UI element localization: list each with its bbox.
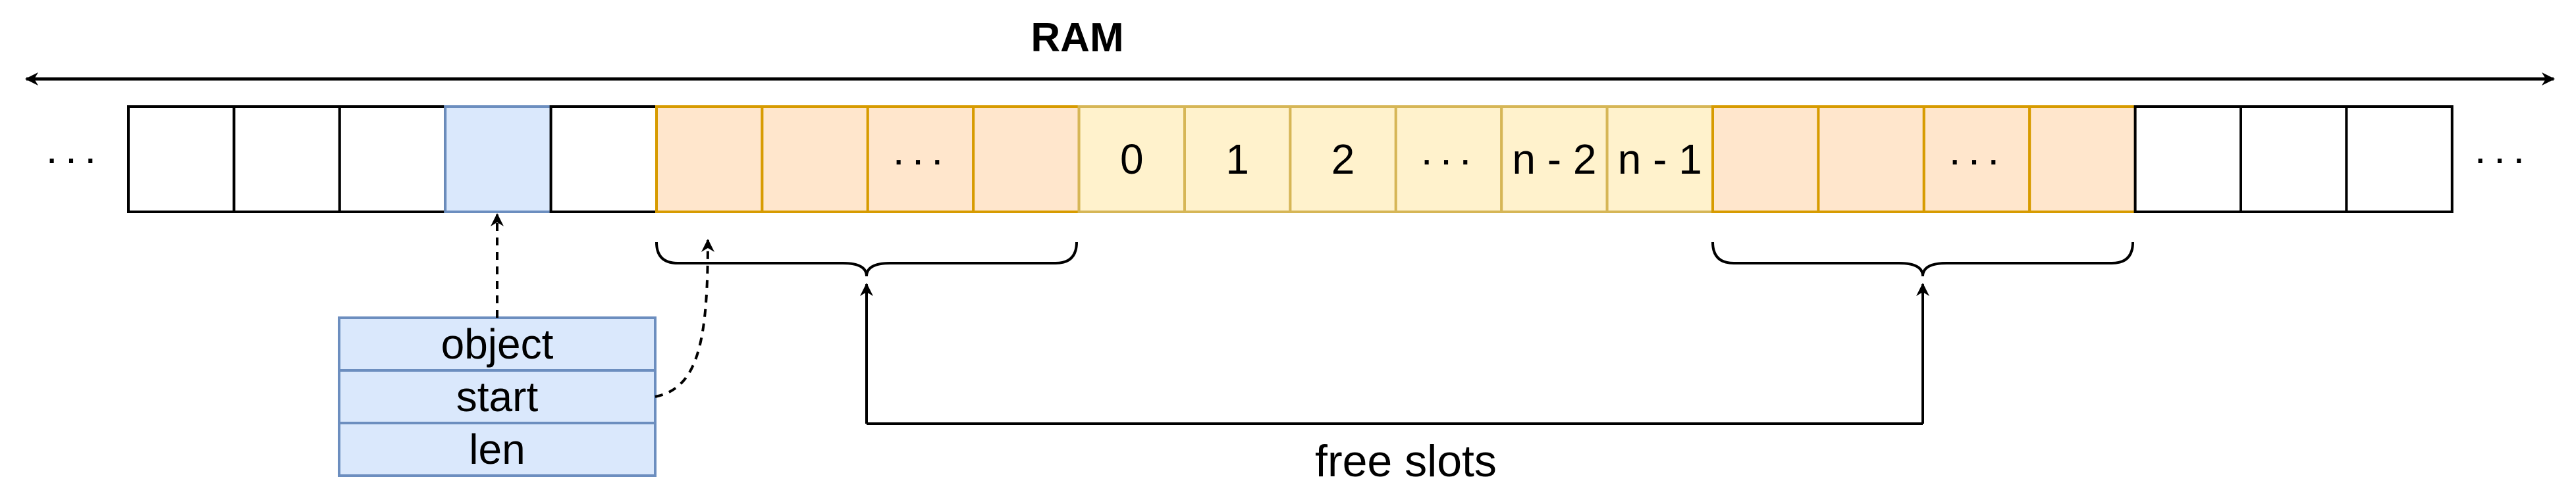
memory-cell-plain — [232, 105, 341, 213]
memory-cell-free — [761, 105, 869, 213]
memory-cell-used — [1077, 105, 1186, 213]
memory-cell-label: ··· — [892, 136, 950, 183]
start-pointer-arrow — [655, 239, 714, 398]
memory-cell-free — [655, 105, 764, 213]
memory-cell-label: 1 — [1225, 136, 1249, 183]
memory-cell-free — [1817, 105, 1925, 213]
memory-cell-plain — [127, 105, 236, 213]
ram-title: RAM — [1031, 15, 1123, 61]
memory-cell-free — [2028, 105, 2137, 213]
memory-cell-plain — [338, 105, 447, 213]
memory-cell-plain — [549, 105, 658, 213]
memory-cell-free — [1711, 105, 1820, 213]
memory-cell-label: n - 2 — [1512, 136, 1596, 183]
memory-cell-label: 0 — [1120, 136, 1144, 183]
memory-cells: ··· 0 1 2 ··· n - 2 n - 1 ··· — [127, 105, 2454, 213]
memory-cell-label: ··· — [1420, 136, 1478, 183]
free-slots-caption: free slots — [1315, 436, 1497, 486]
free-slots-brace-right — [1711, 241, 2134, 277]
memory-cell-plain — [2240, 105, 2348, 213]
struct-field-len-box — [338, 422, 657, 477]
memory-cell-plain — [2345, 105, 2454, 213]
memory-cell-label: 2 — [1331, 136, 1355, 183]
memory-cell-object — [444, 105, 552, 213]
struct-field-object-box — [338, 316, 657, 372]
struct-field-start-box — [338, 369, 657, 424]
memory-cell-free — [972, 105, 1081, 213]
right-ellipsis: ··· — [2473, 134, 2531, 182]
struct-field-len: len — [469, 426, 525, 473]
free-slots-brace-left — [655, 241, 1078, 277]
struct-field-object: object — [441, 320, 554, 368]
memory-cell-used — [1183, 105, 1292, 213]
struct-field-start: start — [456, 373, 539, 420]
memory-cell-plain — [2133, 105, 2243, 213]
left-ellipsis: ··· — [45, 134, 103, 182]
memory-cell-label: n - 1 — [1618, 136, 1702, 183]
memory-cell-label: ··· — [1948, 136, 2006, 183]
